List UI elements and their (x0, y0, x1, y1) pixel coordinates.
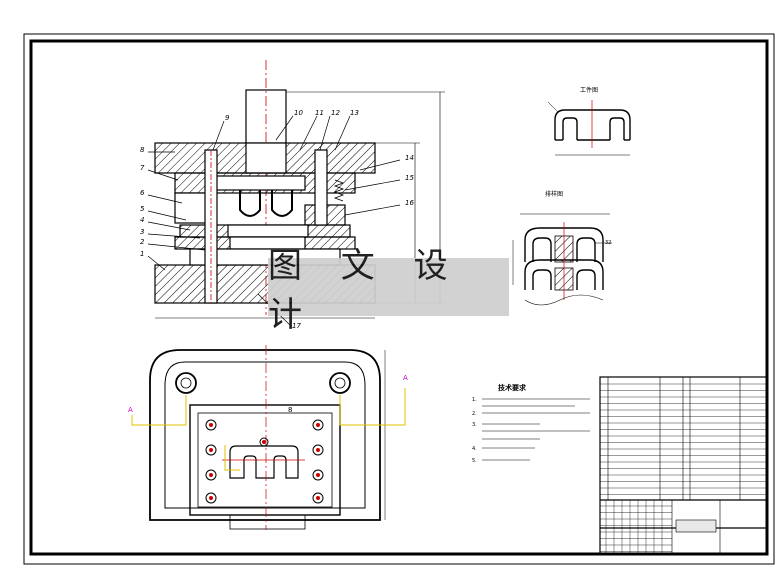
tech-item: 5. (472, 458, 477, 464)
section-marker-labels: A A 8 (128, 374, 408, 414)
inner-frame (29, 39, 769, 556)
plan-view (149, 345, 386, 530)
strip-dim-label: 32 (605, 240, 611, 246)
bom-rows (600, 383, 767, 495)
strip-layout-title: 排样图 (545, 190, 563, 198)
part-label: 7 (140, 164, 145, 172)
tech-item: 2. (472, 411, 477, 417)
part-label: 13 (350, 109, 359, 117)
part-number-labels: 8 7 6 5 4 3 2 1 9 10 11 12 13 14 15 16 1… (140, 109, 414, 330)
tech-item: 1. (472, 397, 477, 403)
part-label: 8 (140, 146, 145, 154)
part-label: 9 (225, 114, 230, 122)
part-label: 4 (140, 216, 144, 224)
view-label-a: A (403, 374, 408, 382)
part-label: 3 (140, 228, 144, 236)
section-markers (131, 388, 406, 471)
part-label: 11 (315, 109, 324, 117)
part-label: 10 (294, 109, 303, 117)
technical-requirements: 技术要求 1. 2. 3. 4. 5. (472, 383, 590, 464)
strip-layout-view (512, 213, 612, 306)
title-block-grid (600, 500, 672, 554)
part-label: 17 (292, 322, 301, 330)
workpiece-view (547, 100, 631, 156)
front-view-leaders (147, 115, 401, 326)
tech-item: 3. (472, 422, 477, 428)
hole-label: 8 (288, 406, 292, 414)
part-label: 16 (405, 199, 414, 207)
workpiece-title: 工件图 (580, 86, 598, 94)
tech-title: 技术要求 (498, 383, 527, 392)
part-label: 15 (405, 174, 414, 182)
tech-item: 4. (472, 446, 477, 452)
bom-table (599, 376, 768, 555)
view-label-a: A (128, 406, 133, 414)
part-label: 6 (140, 189, 145, 197)
outer-frame (23, 33, 775, 565)
part-label: 5 (140, 205, 145, 213)
part-label: 2 (140, 238, 145, 246)
part-label: 1 (140, 250, 144, 258)
part-label: 12 (331, 109, 340, 117)
plan-view-holes (205, 419, 324, 504)
part-label: 14 (405, 154, 414, 162)
watermark-banner: 图 文 设 计 (268, 246, 509, 335)
